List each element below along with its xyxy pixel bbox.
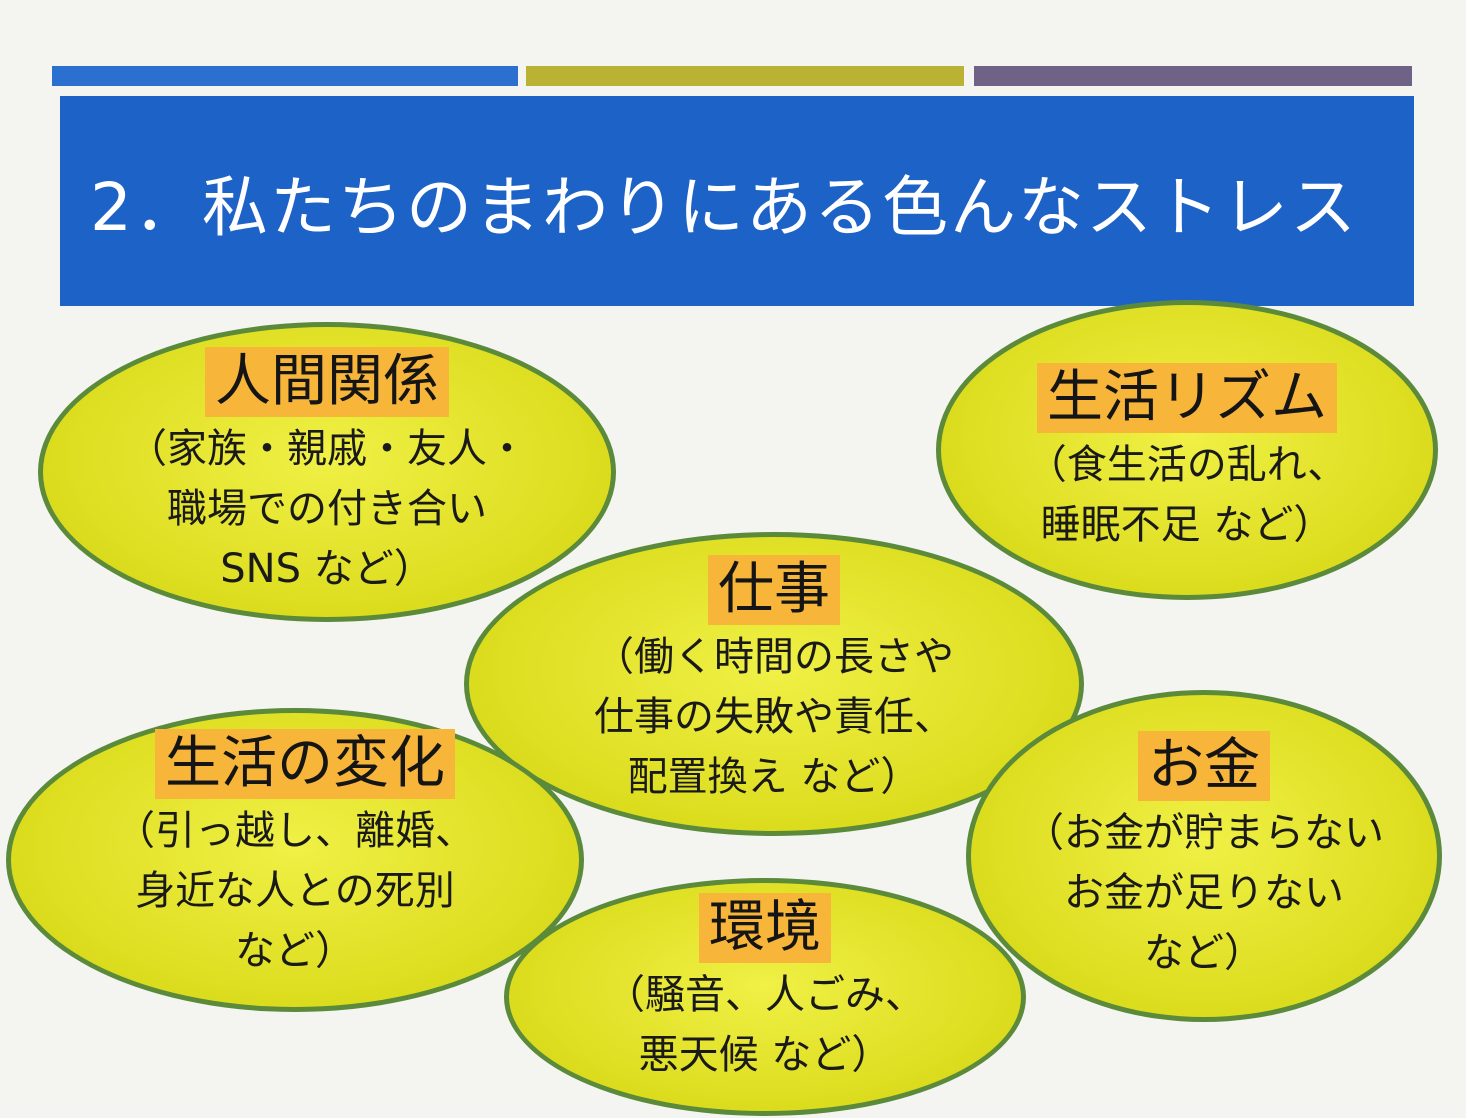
bubble-heading: 生活の変化 [155, 729, 455, 799]
bubble-environment: 環境 （騒音、人ごみ、 悪天候 など） [504, 878, 1026, 1116]
bubble-line: など） [1144, 930, 1264, 976]
bubble-heading: 仕事 [708, 555, 840, 625]
bubble-line: 仕事の失敗や責任、 [594, 694, 954, 740]
bubble-life-changes: 生活の変化 （引っ越し、離婚、 身近な人との死別 など） [6, 708, 584, 1012]
bubble-line: 職場での付き合い [167, 486, 487, 532]
bubble-line: （引っ越し、離婚、 [115, 808, 475, 854]
bubble-life-rhythm: 生活リズム （食生活の乱れ、 睡眠不足 など） [936, 300, 1438, 600]
bubble-line: 睡眠不足 など） [1040, 502, 1334, 548]
slide-title: 2．私たちのまわりにある色んなストレス [90, 169, 1358, 246]
bubble-heading: 生活リズム [1037, 363, 1337, 433]
bubble-money: お金 （お金が貯まらない お金が足りない など） [966, 690, 1442, 1022]
title-band: 2．私たちのまわりにある色んなストレス [60, 96, 1414, 306]
bubble-human-relations: 人間関係 （家族・親戚・友人・ 職場での付き合い SNS など） [38, 322, 616, 622]
accent-bar-olive [526, 66, 964, 86]
bubble-line: （食生活の乱れ、 [1026, 442, 1348, 488]
bubble-line: 身近な人との死別 [135, 868, 455, 914]
bubble-line: SNS など） [220, 546, 434, 592]
accent-bar-purple [974, 66, 1412, 86]
bubble-heading: 環境 [699, 893, 831, 963]
bubble-line: （家族・親戚・友人・ [127, 426, 527, 472]
bubble-line: （働く時間の長さや [594, 634, 954, 680]
bubble-work: 仕事 （働く時間の長さや 仕事の失敗や責任、 配置換え など） [464, 532, 1084, 836]
bubble-heading: お金 [1138, 731, 1270, 801]
bubble-heading: 人間関係 [205, 347, 449, 417]
bubble-line: 悪天候 など） [638, 1032, 892, 1078]
bubble-line: （お金が貯まらない [1024, 810, 1384, 856]
accent-bar-blue [52, 66, 518, 86]
bubble-line: お金が足りない [1064, 870, 1344, 916]
bubble-line: （騒音、人ごみ、 [605, 972, 925, 1018]
bubble-line: など） [235, 928, 355, 974]
bubble-line: 配置換え など） [627, 754, 921, 800]
